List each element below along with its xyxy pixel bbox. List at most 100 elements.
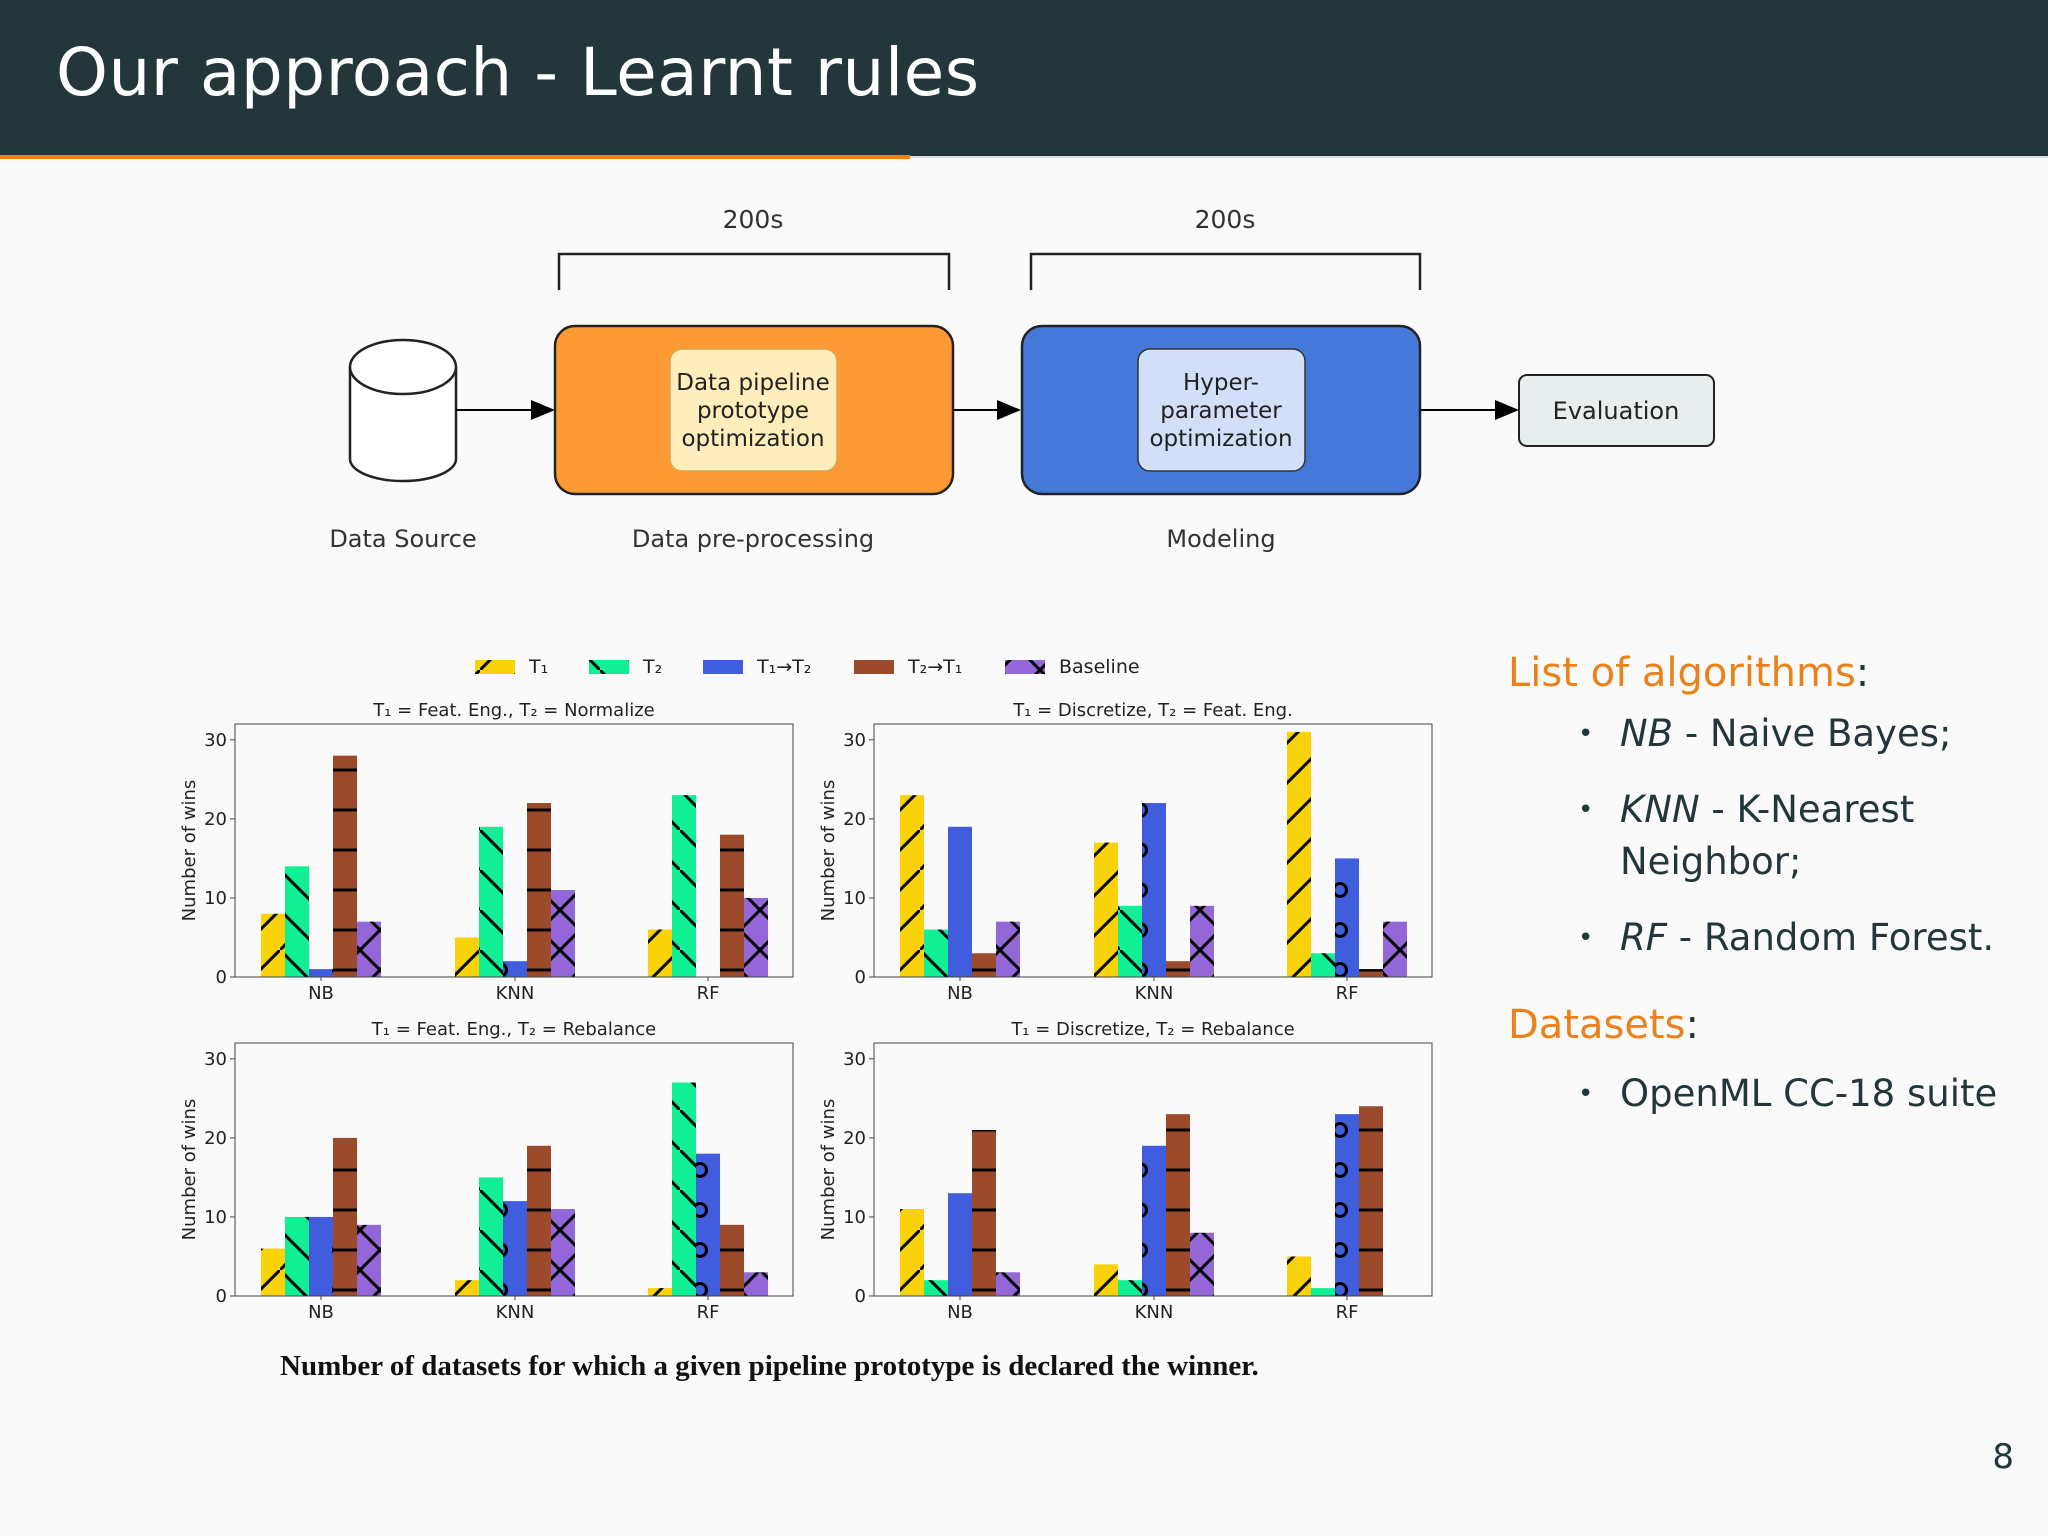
chart-bar xyxy=(1359,969,1383,977)
chart-bar xyxy=(744,897,768,977)
chart-bar xyxy=(900,795,924,977)
y-tick-label: 20 xyxy=(843,1128,866,1149)
y-axis-label: Number of wins xyxy=(179,1099,200,1241)
x-tick-label: NB xyxy=(308,983,334,1004)
info-sidebar: List of algorithms: •NB - Naive Bayes; •… xyxy=(1508,650,2028,1120)
pipeline-optimization-line-1: Data pipeline xyxy=(676,370,829,396)
pipeline-diagram: 200s 200s Data Source Data pipeline prot… xyxy=(329,205,1715,553)
chart-bar xyxy=(479,826,503,977)
chart-bar xyxy=(1190,1232,1214,1296)
y-tick-label: 0 xyxy=(855,1286,866,1307)
chart-title: T₁ = Discretize, T₂ = Feat. Eng. xyxy=(1012,700,1293,721)
x-tick-label: RF xyxy=(697,1302,720,1323)
pipeline-optimization-line-3: optimization xyxy=(681,426,824,452)
chart-bar xyxy=(948,826,972,977)
y-tick-label: 30 xyxy=(843,730,866,751)
y-tick-label: 10 xyxy=(204,888,227,909)
chart-bar xyxy=(285,1216,309,1296)
x-tick-label: RF xyxy=(697,983,720,1004)
x-tick-label: NB xyxy=(947,1302,973,1323)
chart-panel: T₁ = Feat. Eng., T₂ = Rebalance0102030NB… xyxy=(179,1019,794,1323)
x-tick-label: KNN xyxy=(496,1302,535,1323)
figure-caption: Number of datasets for which a given pip… xyxy=(280,1350,1259,1382)
chart-bar xyxy=(1142,803,1166,977)
list-item: •NB - Naive Bayes; xyxy=(1578,712,1952,755)
chart-bar xyxy=(1094,842,1118,977)
chart-bar xyxy=(261,913,285,977)
y-tick-label: 20 xyxy=(204,1128,227,1149)
list-item: •KNN - K-Nearest Neighbor; xyxy=(1578,788,1915,883)
chart-bar xyxy=(357,921,381,977)
plot-frame xyxy=(873,1042,1433,1297)
hyperparameter-line-2: parameter xyxy=(1160,398,1282,424)
chart-bar xyxy=(672,795,696,977)
header-progress-bar xyxy=(0,155,910,159)
slide-title: Our approach - Learnt rules xyxy=(56,34,980,111)
chart-bar xyxy=(1311,1288,1335,1296)
page-number: 8 xyxy=(1992,1437,2014,1477)
legend-swatch xyxy=(854,660,894,674)
hyperparameter-line-1: Hyper- xyxy=(1183,370,1259,396)
y-tick-label: 0 xyxy=(216,1286,227,1307)
chart-bar xyxy=(1287,731,1311,977)
chart-bar xyxy=(1287,1256,1311,1296)
chart-bar xyxy=(1094,1264,1118,1296)
pipeline-optimization-box xyxy=(669,348,838,472)
plot-frame xyxy=(873,723,1433,978)
legend-label: Baseline xyxy=(1059,656,1140,678)
chart-bar xyxy=(551,890,575,977)
legend-label: T₁ xyxy=(528,656,548,678)
x-tick-label: RF xyxy=(1336,1302,1359,1323)
y-tick-label: 10 xyxy=(843,1207,866,1228)
chart-bar xyxy=(503,961,527,977)
legend-label: T₂ xyxy=(642,656,662,678)
chart-title: T₁ = Discretize, T₂ = Rebalance xyxy=(1010,1019,1294,1040)
y-axis-label: Number of wins xyxy=(818,1099,839,1241)
list-item: •OpenML CC-18 suite xyxy=(1578,1072,1998,1115)
chart-bar xyxy=(1118,905,1142,977)
chart-bar xyxy=(1166,961,1190,977)
hyperparameter-optimization-box xyxy=(1137,348,1306,472)
data-source-label: Data Source xyxy=(329,525,476,553)
chart-bar xyxy=(972,953,996,977)
legend-label: T₁→T₂ xyxy=(756,656,811,678)
chart-panel: T₁ = Discretize, T₂ = Feat. Eng.0102030N… xyxy=(818,700,1433,1004)
bar-charts-figure: T₁ T₂ T₁→T₂ T₂→T₁ Baseline T₁ = Feat. Eng., T… xyxy=(179,656,1433,1323)
y-axis-label: Number of wins xyxy=(179,780,200,922)
y-tick-label: 10 xyxy=(843,888,866,909)
chart-bar xyxy=(672,1082,696,1296)
chart-panel: T₁ = Feat. Eng., T₂ = Normalize0102030NB… xyxy=(179,700,794,1004)
x-tick-label: RF xyxy=(1336,983,1359,1004)
datasets-list: •OpenML CC-18 suite xyxy=(1508,1068,2028,1120)
chart-bar xyxy=(333,755,357,977)
chart-bar xyxy=(972,1129,996,1296)
algorithms-heading: List of algorithms: xyxy=(1508,650,1870,696)
y-tick-label: 30 xyxy=(204,730,227,751)
legend-swatch xyxy=(703,660,743,674)
chart-bar xyxy=(1118,1280,1142,1296)
preprocessing-label: Data pre-processing xyxy=(632,525,874,553)
x-tick-label: NB xyxy=(308,1302,334,1323)
chart-title: T₁ = Feat. Eng., T₂ = Rebalance xyxy=(371,1019,656,1040)
chart-bar xyxy=(503,1201,527,1296)
x-tick-label: NB xyxy=(947,983,973,1004)
header-divider xyxy=(910,156,2048,158)
chart-bar xyxy=(1383,921,1407,977)
chart-bar xyxy=(996,921,1020,977)
hyperparameter-line-3: optimization xyxy=(1149,426,1292,452)
chart-bar xyxy=(261,1248,285,1296)
y-tick-label: 20 xyxy=(843,809,866,830)
chart-bar xyxy=(1142,1145,1166,1296)
chart-bar xyxy=(455,937,479,977)
chart-bar xyxy=(948,1193,972,1296)
legend-label: T₂→T₁ xyxy=(907,656,962,678)
chart-bar xyxy=(455,1280,479,1296)
chart-bar xyxy=(1166,1114,1190,1296)
chart-bar xyxy=(551,1209,575,1296)
modeling-time-bracket xyxy=(1029,252,1422,290)
chart-bar xyxy=(744,1272,768,1296)
evaluation-label: Evaluation xyxy=(1553,397,1680,425)
database-icon xyxy=(348,338,458,483)
pipeline-optimization-line-2: prototype xyxy=(697,398,809,424)
list-item: •RF - Random Forest. xyxy=(1578,916,1995,959)
